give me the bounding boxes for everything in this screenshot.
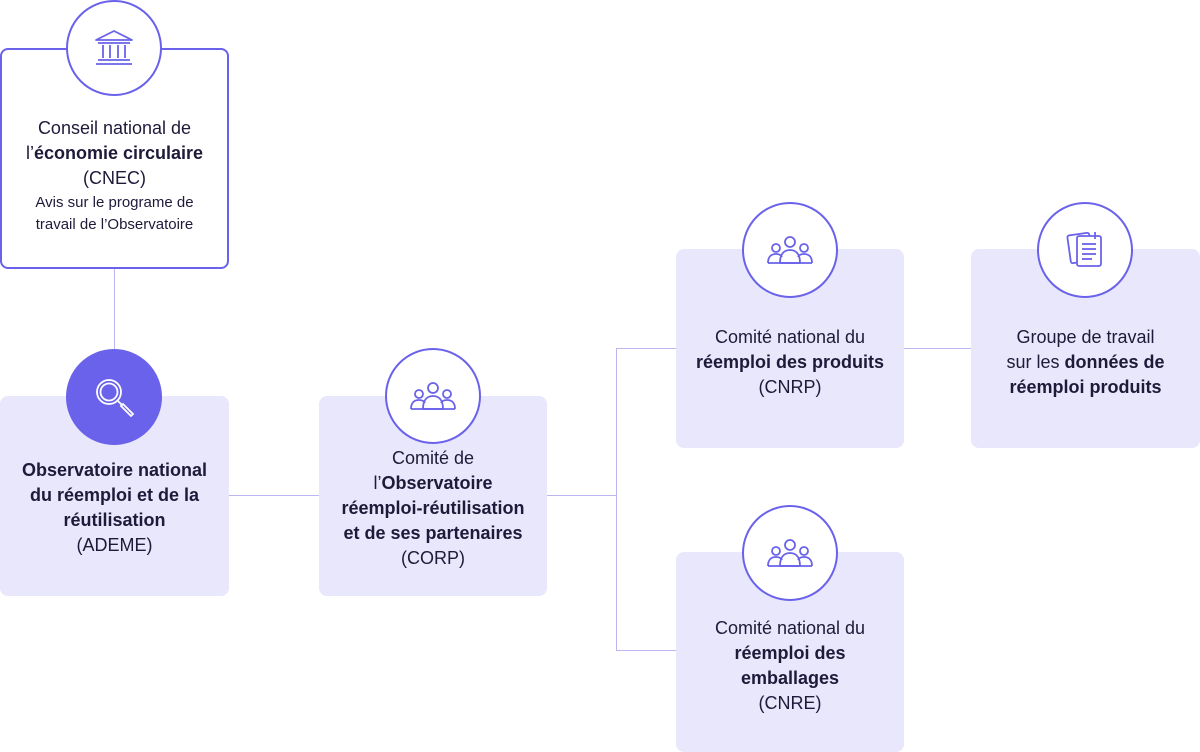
corp-title-line1: Comité de <box>391 448 475 468</box>
ademe-title-line4: (ADEME) <box>76 535 153 555</box>
corp-title-line5: (CORP) <box>401 548 465 568</box>
group-icon <box>410 382 456 410</box>
institution-icon <box>95 30 133 65</box>
ademe-title-line2: du réemploi et de la <box>29 485 200 505</box>
connector-ademe-corp <box>228 495 320 496</box>
corp-title-line3: réemploi-réutilisation <box>341 498 525 518</box>
cnec-title-line3: (CNEC) <box>83 168 146 188</box>
cnre-title-line4: (CNRE) <box>758 693 822 713</box>
cnre-title-line2: réemploi des <box>734 643 846 663</box>
gt-icon-circle <box>1037 202 1133 298</box>
gt-title-line1: Groupe de travail <box>1016 327 1155 347</box>
connector-corp-branch <box>546 495 616 496</box>
cnec-subtitle-line2: travail de l’Observatoire <box>35 216 194 233</box>
documents-icon <box>1066 231 1102 267</box>
group-icon <box>767 236 813 264</box>
ademe-title-line1: Observatoire national <box>21 460 208 480</box>
cnec-title-line1: Conseil national de <box>37 118 192 138</box>
connector-branch-cnre <box>616 650 676 651</box>
gt-title-line3: réemploi produits <box>1009 377 1162 397</box>
connector-cnec-ademe <box>114 268 115 350</box>
corp-title-line2: l’Observatoire <box>373 473 493 493</box>
cnre-icon-circle <box>742 505 838 601</box>
magnifier-icon <box>96 379 135 418</box>
ademe-title-line3: réutilisation <box>63 510 166 530</box>
cnec-icon-circle <box>66 0 162 96</box>
corp-title-line4: et de ses partenaires <box>343 523 523 543</box>
connector-cnrp-gt <box>903 348 972 349</box>
cnre-title-line3: emballages <box>740 668 840 688</box>
gt-title-line2: sur les données de <box>1006 352 1165 372</box>
cnrp-title-line2: réemploi des produits <box>695 352 885 372</box>
connector-branch-cnrp <box>616 348 676 349</box>
cnrp-title-line1: Comité national du <box>714 327 866 347</box>
cnec-title-line2: l’économie circulaire <box>25 143 204 163</box>
corp-icon-circle <box>385 348 481 444</box>
connector-branch-vertical <box>616 348 617 650</box>
group-icon <box>767 539 813 567</box>
ademe-icon-circle <box>66 349 162 445</box>
cnre-title-line1: Comité national du <box>714 618 866 638</box>
cnrp-title-line3: (CNRP) <box>758 377 822 397</box>
cnrp-icon-circle <box>742 202 838 298</box>
cnec-subtitle-line1: Avis sur le programe de <box>35 194 194 211</box>
